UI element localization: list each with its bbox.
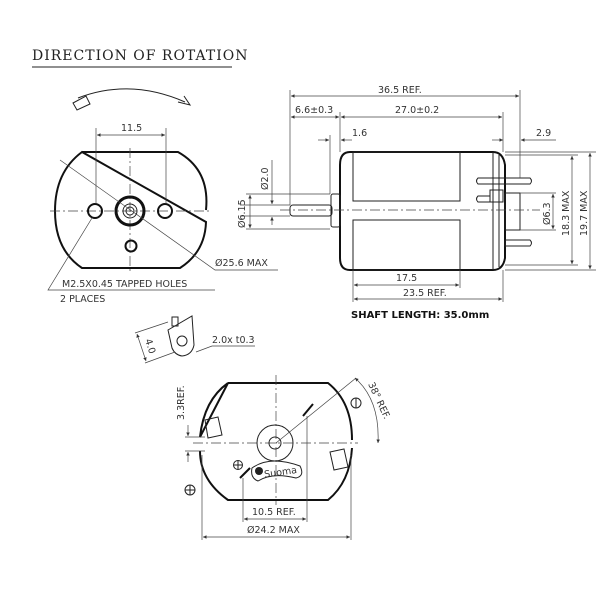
dim-label: 18.3 MAX: [561, 190, 572, 236]
dim-label: 1.6: [352, 128, 367, 139]
dim-label: 4.0: [142, 338, 157, 356]
drawing-title: DIRECTION OF ROTATION: [32, 48, 248, 64]
diameter-leader: [59, 159, 278, 271]
magnet-top: [352, 151, 461, 202]
brush-mark: [239, 467, 251, 479]
terminal-mid: [476, 195, 491, 203]
rotation-arrow-tail: [72, 95, 91, 111]
rear-boss: [504, 192, 521, 231]
rotation-arrow-arc: [77, 88, 186, 103]
brand-logo: Suoma: [264, 465, 298, 480]
dim-4-0: [136, 333, 147, 362]
terminal-top: [476, 177, 532, 185]
tapped-hole-right: [157, 203, 173, 219]
logo-dot: [255, 467, 263, 475]
minus-symbol: [350, 397, 362, 409]
dim-label: 3.3REF.: [176, 385, 187, 420]
plus-symbol-outer: [184, 484, 196, 496]
terminal-bottom: [504, 239, 532, 247]
ext-line: [134, 321, 169, 334]
plus-symbol-inner: [233, 460, 243, 470]
rotation-arrow-head: [177, 95, 192, 106]
shaft: [289, 204, 333, 217]
bearing-ring: [114, 195, 146, 227]
rear-view: Suoma 3.3REF. 38° REF. 10.5 REF. Ø24.2 M…: [176, 375, 392, 540]
brush-mark: [302, 403, 314, 417]
dim-38-deg: [354, 377, 380, 444]
logo-badge: [251, 460, 303, 482]
angle-ext-line: [275, 377, 357, 444]
terminal-slot: [171, 316, 179, 327]
dim-label: 38° REF.: [365, 381, 392, 421]
dim-label: Ø6.3: [542, 202, 553, 225]
dim-label: Ø6.15: [237, 199, 248, 228]
dim-label: Ø2.0: [260, 167, 271, 190]
size-leader: [195, 345, 255, 353]
dim-label: 2.0x t0.3: [212, 335, 255, 346]
front-housing-outline: [53, 150, 208, 269]
tapped-hole-left: [87, 203, 103, 219]
dim-label: 17.5: [396, 273, 417, 284]
terminal-hole: [176, 335, 188, 347]
dim-label: 27.0±0.2: [395, 105, 439, 116]
dim-label: 36.5 REF.: [378, 85, 422, 96]
brush-holder: [489, 189, 504, 203]
rear-bearing: [268, 436, 282, 450]
dim-label: 19.7 MAX: [579, 190, 590, 236]
dim-label: 23.5 REF.: [403, 288, 447, 299]
note-label: 2 PLACES: [60, 294, 105, 305]
shaft-end: [125, 206, 135, 216]
rear-terminal-right: [329, 448, 349, 471]
dim-label: Ø25.6 MAX: [215, 258, 268, 269]
note-label: M2.5X0.45 TAPPED HOLES: [62, 279, 187, 290]
front-view: 11.5 Ø25.6 MAX M2.5X0.45 TAPPED HOLES 2 …: [47, 88, 278, 305]
vent-hole: [124, 239, 138, 253]
dim-label: 2.9: [536, 128, 551, 139]
front-collar: [330, 193, 341, 228]
dim-label: Ø24.2 MAX: [247, 525, 300, 536]
side-view: 36.5 REF. 6.6±0.3 27.0±0.2 1.6 2.9 Ø2.0 …: [237, 85, 596, 321]
rear-housing-outline: [199, 382, 353, 501]
dim-label: 6.6±0.3: [295, 105, 333, 116]
shaft-length-note: SHAFT LENGTH: 35.0mm: [351, 310, 489, 321]
terminal-detail: 4.0 2.0x t0.3: [134, 315, 255, 364]
dim-label: 10.5 REF.: [252, 507, 296, 518]
rear-terminal-left: [204, 416, 223, 439]
terminal-tab: [167, 315, 195, 357]
dim-label: 11.5: [121, 123, 142, 134]
ext-line: [144, 351, 176, 364]
motor-can: [339, 151, 506, 271]
magnet-bottom: [352, 219, 461, 271]
holes-leader: [47, 217, 215, 291]
bearing-inner: [122, 203, 138, 219]
